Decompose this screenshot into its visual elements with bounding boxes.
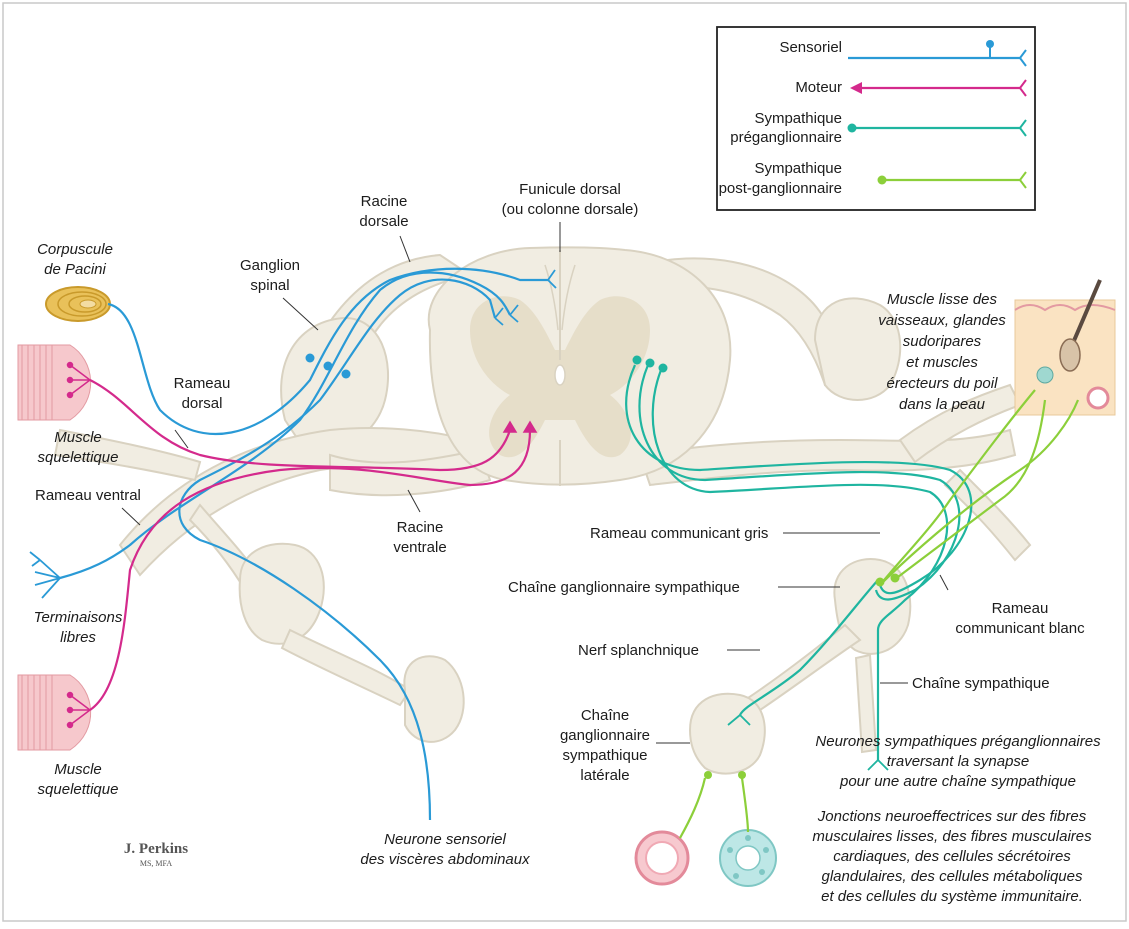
label-rameau-blanc-2: communicant blanc	[955, 620, 1085, 637]
svg-text:et des cellules du système imm: et des cellules du système immunitaire.	[821, 888, 1083, 905]
label-jonctions: Jonctions neuroeffectrices sur des fibre…	[812, 808, 1092, 905]
label-terminaisons-1: Terminaisons	[34, 609, 123, 626]
svg-text:vaisseaux, glandes: vaisseaux, glandes	[878, 312, 1006, 329]
legend-label-post-2: post-ganglionnaire	[719, 180, 842, 197]
label-racine-dorsale-2: dorsale	[359, 213, 408, 230]
label-chaine-sympathique: Chaîne sympathique	[912, 675, 1050, 692]
label-chaine-ganglionnaire: Chaîne ganglionnaire sympathique	[508, 579, 740, 596]
label-rameau-dorsal-1: Rameau	[174, 375, 231, 392]
signature-name: J. Perkins	[124, 841, 188, 857]
svg-text:Jonctions neuroeffectrices sur: Jonctions neuroeffectrices sur des fibre…	[817, 808, 1087, 825]
signature: J. Perkins MS, MFA	[124, 841, 188, 868]
svg-text:dans la peau: dans la peau	[899, 396, 986, 413]
svg-text:sympathique: sympathique	[562, 747, 647, 764]
legend-label-sensory: Sensoriel	[779, 39, 842, 56]
pacinian-corpuscle-icon	[46, 287, 110, 321]
skeletal-muscle-top-icon	[18, 345, 91, 420]
svg-text:sudoripares: sudoripares	[903, 333, 982, 350]
svg-text:musculaires lisses, des fibres: musculaires lisses, des fibres musculair…	[812, 828, 1092, 845]
label-muscle-bottom-2: squelettique	[38, 781, 119, 798]
label-neurone-sensoriel: Neurone sensoriel des viscères abdominau…	[360, 831, 530, 868]
label-racine-dorsale-1: Racine	[361, 193, 408, 210]
svg-text:latérale: latérale	[580, 767, 629, 784]
label-rameau-dorsal-2: dorsal	[182, 395, 223, 412]
svg-text:glandulaires, des cellules mét: glandulaires, des cellules métaboliques	[822, 868, 1083, 885]
label-terminaisons-2: libres	[60, 629, 96, 646]
label-pacini-1: Corpuscule	[37, 241, 113, 258]
svg-text:pour une autre chaîne sympathi: pour une autre chaîne sympathique	[839, 773, 1076, 790]
label-ganglion-1: Ganglion	[240, 257, 300, 274]
svg-text:Chaîne: Chaîne	[581, 707, 629, 724]
label-funicule-2: (ou colonne dorsale)	[502, 201, 639, 218]
blood-vessel-effector-icon	[636, 832, 688, 884]
signature-credentials: MS, MFA	[140, 859, 173, 868]
legend: Sensoriel Moteur Sympathique préganglion…	[717, 27, 1035, 210]
svg-text:cardiaques, des cellules sécré: cardiaques, des cellules sécrétoires	[833, 848, 1071, 865]
legend-label-pre-1: Sympathique	[754, 110, 842, 127]
label-muscle-top-1: Muscle	[54, 429, 102, 446]
svg-text:Neurones sympathiques prégangl: Neurones sympathiques préganglionnaires	[815, 733, 1101, 750]
legend-label-pre-2: préganglionnaire	[730, 129, 842, 146]
svg-text:ganglionnaire: ganglionnaire	[560, 727, 650, 744]
svg-text:Muscle lisse des: Muscle lisse des	[887, 291, 998, 308]
legend-label-motor: Moteur	[795, 79, 842, 96]
legend-label-post-1: Sympathique	[754, 160, 842, 177]
label-rameau-ventral: Rameau ventral	[35, 487, 141, 504]
svg-text:Neurone sensoriel: Neurone sensoriel	[384, 831, 506, 848]
label-rameau-gris: Rameau communicant gris	[590, 525, 768, 542]
label-ganglion-2: spinal	[250, 277, 289, 294]
label-nerf-splanchnique: Nerf splanchnique	[578, 642, 699, 659]
svg-text:des viscères abdominaux: des viscères abdominaux	[360, 851, 530, 868]
label-funicule-1: Funicule dorsal	[519, 181, 621, 198]
label-muscle-bottom-1: Muscle	[54, 761, 102, 778]
skeletal-muscle-bottom-icon	[18, 675, 91, 750]
svg-text:traversant la synapse: traversant la synapse	[887, 753, 1030, 770]
svg-text:et muscles: et muscles	[906, 354, 978, 371]
label-chaine-laterale: Chaîne ganglionnaire sympathique latéral…	[560, 707, 650, 784]
label-rameau-blanc-1: Rameau	[992, 600, 1049, 617]
label-racine-ventrale-1: Racine	[397, 519, 444, 536]
label-racine-ventrale-2: ventrale	[393, 539, 446, 556]
svg-text:érecteurs du poil: érecteurs du poil	[887, 375, 999, 392]
gland-effector-icon	[720, 830, 776, 886]
label-pacini-2: de Pacini	[44, 261, 106, 278]
label-neurones-pre: Neurones sympathiques préganglionnaires …	[815, 733, 1101, 790]
label-muscle-top-2: squelettique	[38, 449, 119, 466]
